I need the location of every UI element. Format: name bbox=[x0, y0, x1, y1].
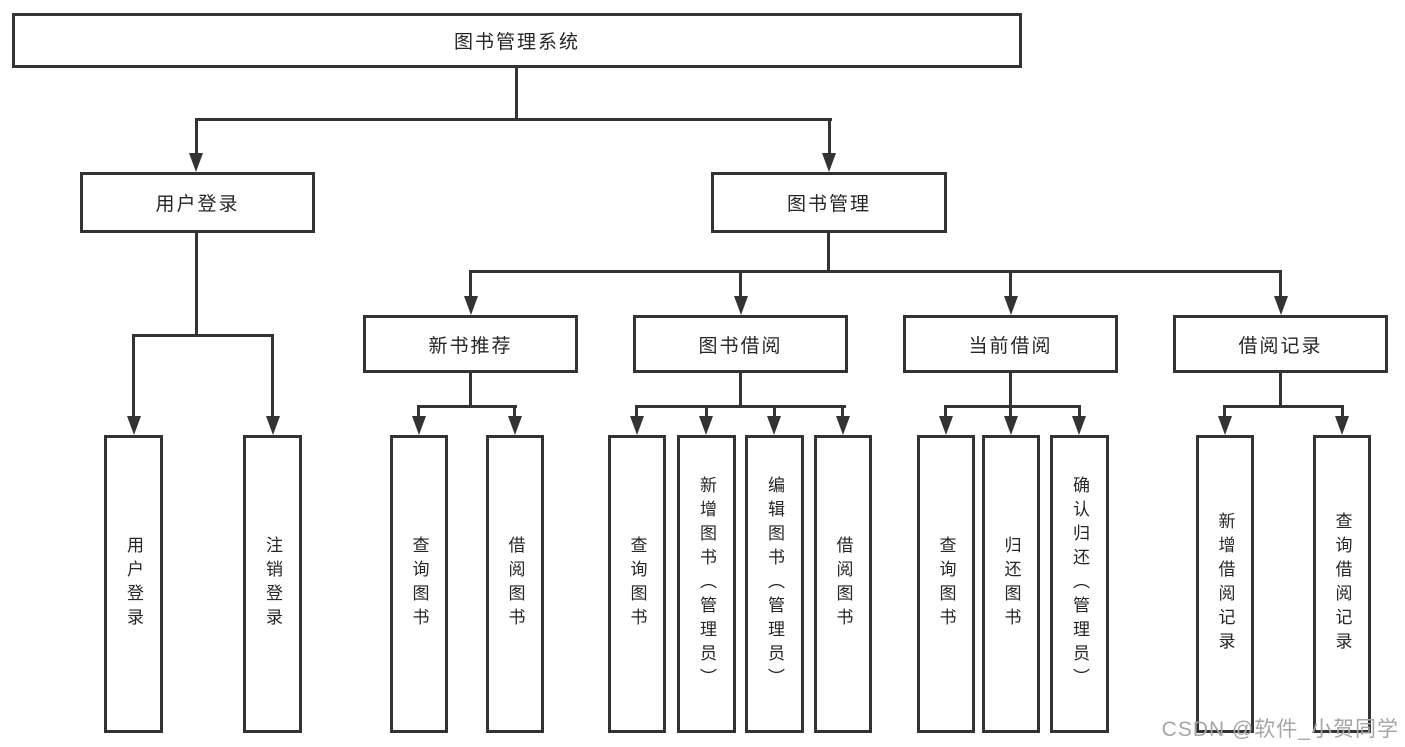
connector-line bbox=[513, 405, 516, 418]
arrowhead-down-icon bbox=[508, 416, 522, 435]
node-new-book-recommend: 新书推荐 bbox=[363, 315, 578, 373]
leaf-label: 确认归还（管理员） bbox=[1070, 476, 1089, 692]
connector-line bbox=[773, 405, 776, 418]
arrowhead-down-icon bbox=[412, 416, 426, 435]
connector-line bbox=[1279, 270, 1282, 297]
connector-line bbox=[1279, 373, 1282, 408]
connector-line bbox=[469, 270, 472, 297]
node-label: 借阅记录 bbox=[1238, 335, 1323, 357]
arrowhead-down-icon bbox=[1072, 416, 1086, 435]
leaf-label: 借阅图书 bbox=[833, 536, 853, 632]
leaf-label: 归还图书 bbox=[1001, 536, 1021, 632]
connector-line bbox=[132, 334, 274, 337]
arrowhead-down-icon bbox=[1004, 416, 1018, 435]
node-label: 用户登录 bbox=[155, 194, 240, 215]
connector-line bbox=[1223, 405, 1226, 418]
connector-line bbox=[195, 118, 198, 155]
leaf-query-book-current: 查询图书 bbox=[917, 435, 975, 733]
connector-line bbox=[1078, 405, 1081, 418]
leaf-label: 新增图书（管理员） bbox=[697, 476, 716, 692]
connector-line bbox=[417, 405, 517, 408]
leaf-borrow-book: 借阅图书 bbox=[814, 435, 872, 733]
connector-line bbox=[515, 68, 518, 120]
connector-line bbox=[841, 405, 844, 418]
connector-line bbox=[828, 118, 831, 155]
arrowhead-down-icon bbox=[767, 416, 781, 435]
leaf-edit-book-admin: 编辑图书（管理员） bbox=[745, 435, 804, 733]
arrowhead-down-icon bbox=[836, 416, 850, 435]
connector-line bbox=[271, 334, 274, 417]
leaf-label: 借阅图书 bbox=[505, 536, 525, 632]
arrowhead-down-icon bbox=[266, 416, 280, 435]
connector-line bbox=[469, 373, 472, 408]
node-book-management: 图书管理 bbox=[711, 172, 947, 233]
leaf-return-book: 归还图书 bbox=[982, 435, 1040, 733]
leaf-label: 查询图书 bbox=[936, 536, 956, 632]
leaf-label: 查询借阅记录 bbox=[1332, 512, 1352, 656]
arrowhead-down-icon bbox=[734, 296, 748, 315]
leaf-label: 用户登录 bbox=[124, 536, 143, 632]
connector-line bbox=[827, 233, 830, 273]
arrowhead-down-icon bbox=[822, 153, 836, 172]
node-borrow-record: 借阅记录 bbox=[1173, 315, 1388, 373]
connector-line bbox=[1009, 270, 1012, 297]
node-label: 图书管理系统 bbox=[453, 32, 580, 53]
connector-line bbox=[635, 405, 846, 408]
connector-line bbox=[739, 270, 742, 297]
node-label: 新书推荐 bbox=[428, 335, 513, 357]
node-current-borrow: 当前借阅 bbox=[903, 315, 1118, 373]
leaf-borrow-book-recommend: 借阅图书 bbox=[486, 435, 544, 733]
leaf-query-book-recommend: 查询图书 bbox=[390, 435, 448, 733]
connector-line bbox=[1009, 373, 1012, 408]
connector-line bbox=[469, 270, 1282, 273]
node-label: 图书管理 bbox=[786, 194, 871, 215]
connector-line bbox=[132, 334, 135, 417]
connector-line bbox=[195, 233, 198, 337]
arrowhead-down-icon bbox=[189, 153, 203, 172]
leaf-add-book-admin: 新增图书（管理员） bbox=[677, 435, 736, 733]
csdn-watermark: CSDN @软件_小贺同学 bbox=[1161, 718, 1399, 741]
arrowhead-down-icon bbox=[1274, 296, 1288, 315]
leaf-label: 查询图书 bbox=[409, 536, 429, 632]
arrowhead-down-icon bbox=[1004, 296, 1018, 315]
connector-line bbox=[1341, 405, 1344, 418]
leaf-confirm-return-admin: 确认归还（管理员） bbox=[1050, 435, 1109, 733]
leaf-label: 编辑图书（管理员） bbox=[765, 476, 784, 692]
node-book-borrow: 图书借阅 bbox=[633, 315, 848, 373]
arrowhead-down-icon bbox=[939, 416, 953, 435]
node-label: 当前借阅 bbox=[968, 335, 1053, 357]
connector-line bbox=[944, 405, 947, 418]
arrowhead-down-icon bbox=[630, 416, 644, 435]
connector-line bbox=[1223, 405, 1344, 408]
leaf-logout-login: 注销登录 bbox=[243, 435, 302, 733]
leaf-user-login: 用户登录 bbox=[104, 435, 163, 733]
connector-line bbox=[739, 373, 742, 408]
leaf-query-borrow-record: 查询借阅记录 bbox=[1313, 435, 1371, 733]
arrowhead-down-icon bbox=[1335, 416, 1349, 435]
leaf-label: 新增借阅记录 bbox=[1215, 512, 1235, 656]
arrowhead-down-icon bbox=[127, 416, 141, 435]
arrowhead-down-icon bbox=[1218, 416, 1232, 435]
connector-line bbox=[705, 405, 708, 418]
leaf-query-book-borrow: 查询图书 bbox=[608, 435, 666, 733]
arrowhead-down-icon bbox=[699, 416, 713, 435]
connector-line bbox=[944, 405, 1081, 408]
leaf-label: 查询图书 bbox=[627, 536, 647, 632]
node-user-login: 用户登录 bbox=[80, 172, 315, 233]
connector-line bbox=[1009, 405, 1012, 418]
connector-line bbox=[195, 118, 832, 121]
arrowhead-down-icon bbox=[464, 296, 478, 315]
leaf-label: 注销登录 bbox=[263, 536, 282, 632]
connector-line bbox=[635, 405, 638, 418]
node-library-management-system: 图书管理系统 bbox=[12, 13, 1022, 68]
connector-line bbox=[417, 405, 420, 418]
node-label: 图书借阅 bbox=[698, 335, 783, 357]
leaf-add-borrow-record: 新增借阅记录 bbox=[1196, 435, 1254, 733]
